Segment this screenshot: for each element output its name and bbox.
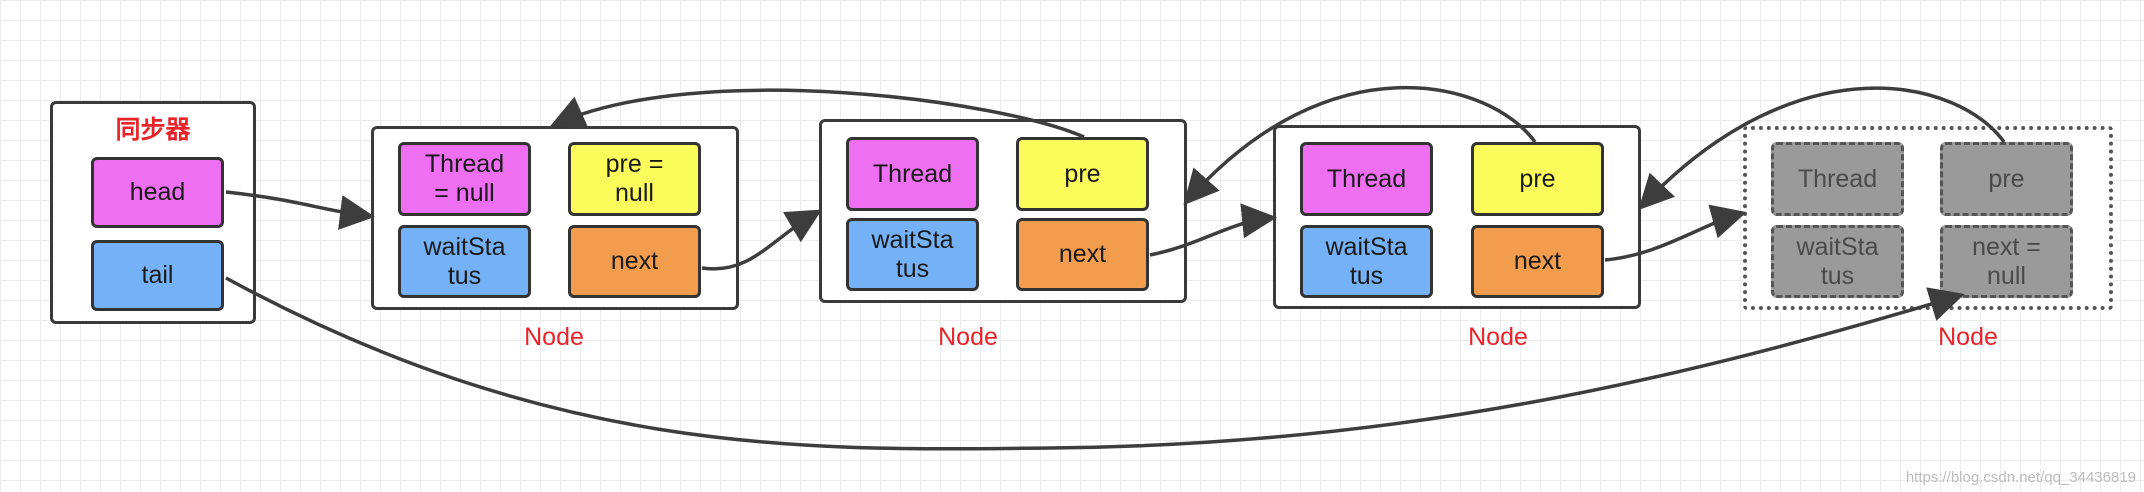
- head-field: head: [91, 157, 224, 228]
- node-4-thread-field: Thread: [1771, 142, 1904, 216]
- node-4-waitstatus-field: waitSta tus: [1771, 225, 1904, 298]
- node-1-label: Node: [524, 323, 584, 351]
- node-2-next-to-node-3-arrow: [1149, 203, 1277, 257]
- node-4-pre-to-node-3-arrow: [1638, 86, 2006, 211]
- head-to-node-1-arrow: [225, 190, 375, 230]
- node-3-pre-field: pre: [1471, 142, 1604, 216]
- node-1-next-field: next: [568, 225, 701, 298]
- node-2-pre-field: pre: [1016, 137, 1149, 211]
- node-1-thread-field: Thread = null: [398, 142, 531, 216]
- node-3-pre-to-node-2-arrow: [1183, 86, 1537, 206]
- node-3-next-field: next: [1471, 225, 1604, 298]
- node-2-waitstatus-field: waitSta tus: [846, 218, 979, 291]
- node-1-pre-field: pre = null: [568, 142, 701, 216]
- node-4-label: Node: [1938, 323, 1998, 351]
- watermark: https://blog.csdn.net/qq_34436819: [1905, 469, 2136, 486]
- node-3-label: Node: [1468, 323, 1528, 351]
- node-4-next-field: next = null: [1940, 225, 2073, 298]
- node-2-pre-to-node-1-arrow: [549, 88, 1085, 139]
- node-3-waitstatus-field: waitSta tus: [1300, 225, 1433, 298]
- node-4-pre-field: pre: [1940, 142, 2073, 216]
- tail-to-node-4-arrow: [225, 276, 1965, 451]
- node-3-next-to-node-4-arrow: [1604, 204, 1747, 262]
- node-2-thread-field: Thread: [846, 137, 979, 211]
- node-2-label: Node: [938, 323, 998, 351]
- node-1-waitstatus-field: waitSta tus: [398, 225, 531, 298]
- node-1-next-to-node-2-arrow: [701, 209, 823, 271]
- node-3-thread-field: Thread: [1300, 142, 1433, 216]
- synchronizer-title: 同步器: [115, 116, 191, 144]
- tail-field: tail: [91, 240, 224, 311]
- node-2-next-field: next: [1016, 218, 1149, 291]
